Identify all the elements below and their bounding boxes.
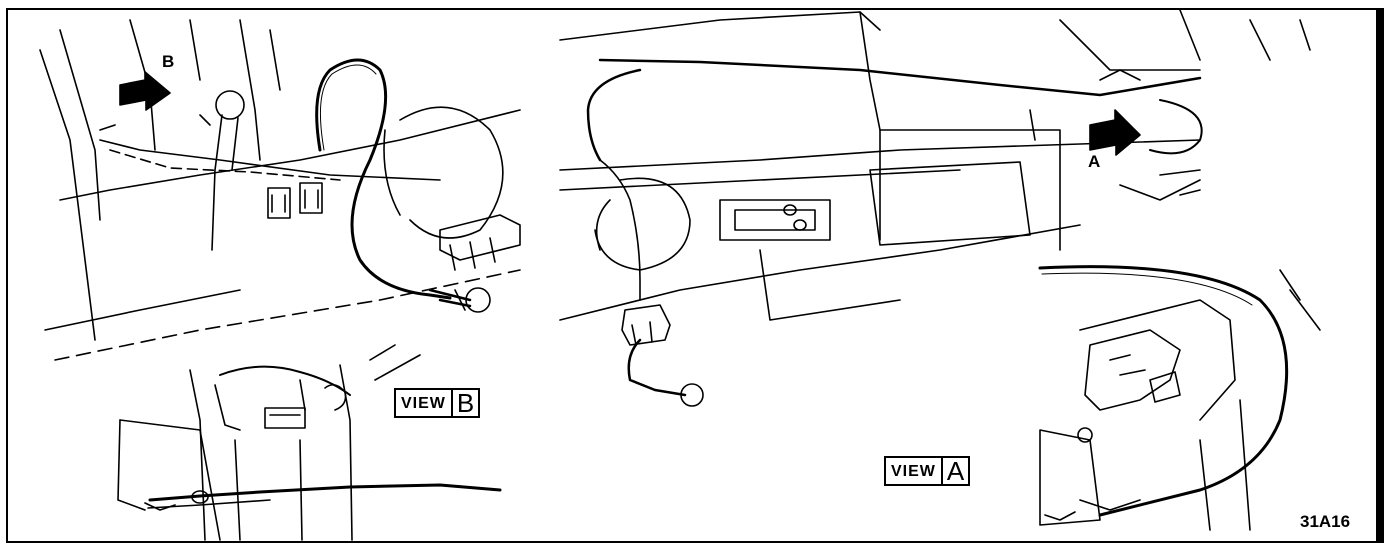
view-a-label: VIEW A [884,456,971,486]
callout-a: A [1088,152,1101,171]
view-a-detail-drawing [1038,265,1321,531]
left-dash-drawing [39,19,521,361]
figure-number: 31A16 [1300,512,1351,531]
callout-b: B [162,52,175,71]
view-b-detail-drawing [117,344,502,541]
view-a-word: VIEW [884,456,941,486]
view-a-letter: A [940,456,971,486]
center-dash-drawing [559,9,1311,407]
view-b-word: VIEW [394,388,451,418]
view-b-label: VIEW B [394,388,481,418]
view-b-letter: B [450,388,481,418]
